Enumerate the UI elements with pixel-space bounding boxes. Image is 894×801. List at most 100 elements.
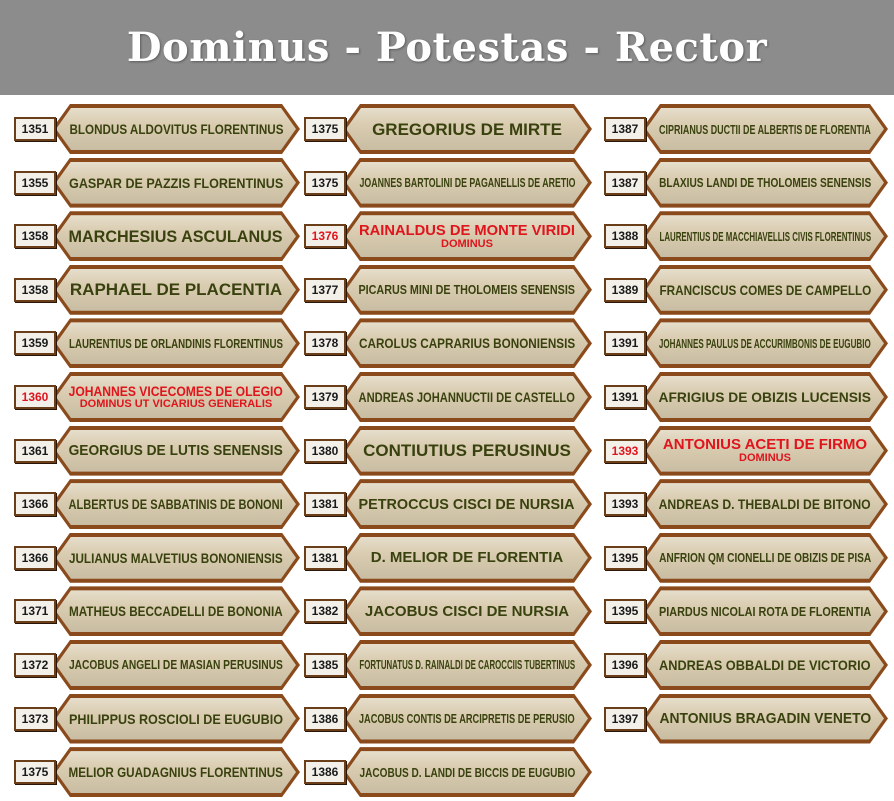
name-plate-row: 1386 JACOBUS D. LANDI DE BICCIS DE EUGUBI… xyxy=(304,747,592,797)
name-plate-row: 1388 LAURENTIUS DE MACCHIAVELLIS CIVIS FL… xyxy=(604,211,888,261)
person-name: PHILIPPUS ROSCIOLI DE EUGUBIO xyxy=(69,710,283,727)
name-plate-row: 1355 GASPAR DE PAZZIS FLORENTINUS xyxy=(14,158,300,208)
name-plate: AFRIGIUS DE OBIZIS LUCENSIS xyxy=(642,372,888,422)
name-plate: JOANNES BARTOLINI DE PAGANELLIS DE ARETI… xyxy=(342,158,592,208)
year-label: 1382 xyxy=(304,599,346,624)
name-plate: CAROLUS CAPRARIUS BONONIENSIS xyxy=(342,318,592,368)
name-plate: D. MELIOR DE FLORENTIA xyxy=(342,533,592,583)
year-label: 1358 xyxy=(14,224,56,249)
name-plate-row: 1387 CIPRIANUS DUCTII DE ALBERTIS DE FLOR… xyxy=(604,104,888,154)
year-label: 1379 xyxy=(304,384,346,409)
person-name: ANDREAS D. THEBALDI DE BITONO xyxy=(658,496,872,513)
person-name: ANDREAS OBBALDI DE VICTORIO xyxy=(659,656,871,673)
person-name: MATHEUS BECCADELLI DE BONONIA xyxy=(69,603,283,620)
person-name: ANTONIUS ACETI DE FIRMO xyxy=(662,436,868,454)
year-label: 1358 xyxy=(14,277,56,302)
name-plate: JACOBUS CONTIS DE ARCIPRETIS DE PERUSIO xyxy=(342,694,592,744)
year-label: 1387 xyxy=(604,117,646,141)
name-plate: ANTONIUS BRAGADIN VENETO xyxy=(642,694,888,744)
name-plate: JACOBUS ANGELI DE MASIAN PERUSINUS xyxy=(52,640,300,690)
name-plate: JOHANNES PAULUS DE ACCURIMBONIS DE EUGUB… xyxy=(642,318,888,368)
year-label: 1381 xyxy=(304,492,346,517)
year-label: 1387 xyxy=(604,170,646,195)
year-label: 1388 xyxy=(604,224,646,249)
person-name: CIPRIANUS DUCTII DE ALBERTIS DE FLORENTI… xyxy=(659,121,871,137)
year-label: 1391 xyxy=(604,384,646,409)
name-plate: PICARUS MINI DE THOLOMEIS SENENSIS xyxy=(342,265,592,315)
person-name: MELIOR GUADAGNIUS FLORENTINUS xyxy=(68,764,284,781)
name-plate: FRANCISCUS COMES DE CAMPELLO xyxy=(642,265,888,315)
name-plate: JACOBUS CISCI DE NURSIA xyxy=(342,586,592,636)
person-name: PIARDUS NICOLAI ROTA DE FLORENTIA xyxy=(658,603,872,619)
year-label: 1376 xyxy=(304,224,346,249)
name-plate: BLAXIUS LANDI DE THOLOMEIS SENENSIS xyxy=(642,158,888,208)
column-3: 1387 CIPRIANUS DUCTII DE ALBERTIS DE FLOR… xyxy=(604,104,888,747)
person-name: JOHANNES VICECOMES DE OLEGIO xyxy=(68,382,284,399)
person-name: D. MELIOR DE FLORENTIA xyxy=(370,549,564,567)
person-name: JACOBUS ANGELI DE MASIAN PERUSINUS xyxy=(69,657,283,673)
name-plate: GASPAR DE PAZZIS FLORENTINUS xyxy=(52,158,300,208)
year-label: 1373 xyxy=(14,706,56,731)
name-plate: PETROCCUS CISCI DE NURSIA xyxy=(342,479,592,529)
year-label: 1375 xyxy=(304,117,346,141)
year-label: 1375 xyxy=(304,170,346,195)
person-name: RAPHAEL DE PLACENTIA xyxy=(69,280,283,300)
name-plate: PHILIPPUS ROSCIOLI DE EUGUBIO xyxy=(52,694,300,744)
name-plate: ANDREAS OBBALDI DE VICTORIO xyxy=(642,640,888,690)
year-label: 1360 xyxy=(14,384,56,409)
name-plate-row: 1395 ANFRION QM CIONELLI DE OBIZIS DE PIS… xyxy=(604,533,888,583)
person-name: GEORGIUS DE LUTIS SENENSIS xyxy=(68,442,284,460)
name-plate-row: 1373 PHILIPPUS ROSCIOLI DE EUGUBIO xyxy=(14,694,300,744)
year-label: 1395 xyxy=(604,545,646,570)
year-label: 1378 xyxy=(304,331,346,356)
name-plate: PIARDUS NICOLAI ROTA DE FLORENTIA xyxy=(642,586,888,636)
person-name: JULIANUS MALVETIUS BONONIENSIS xyxy=(69,549,283,566)
person-name: GASPAR DE PAZZIS FLORENTINUS xyxy=(68,174,284,191)
year-label: 1366 xyxy=(14,492,56,517)
person-name: FORTUNATUS D. RAINALDI DE CAROCCIIS TUBE… xyxy=(359,657,575,673)
person-name: JACOBUS CONTIS DE ARCIPRETIS DE PERUSIO xyxy=(359,711,575,727)
year-label: 1389 xyxy=(604,277,646,302)
name-plate: ANDREAS D. THEBALDI DE BITONO xyxy=(642,479,888,529)
year-label: 1386 xyxy=(304,760,346,785)
title-subtext: DOMINUS UT VICARIUS GENERALIS xyxy=(79,397,273,410)
person-name: ANFRION QM CIONELLI DE OBIZIS DE PISA xyxy=(658,550,872,566)
name-plate: CIPRIANUS DUCTII DE ALBERTIS DE FLORENTI… xyxy=(642,104,888,154)
name-plate-row: 1380 CONTIUTIUS PERUSINUS xyxy=(304,426,592,476)
year-label: 1380 xyxy=(304,438,346,463)
name-plate: ALBERTUS DE SABBATINIS DE BONONI xyxy=(52,479,300,529)
year-label: 1355 xyxy=(14,170,56,195)
person-name: LAURENTIUS DE MACCHIAVELLIS CIVIS FLOREN… xyxy=(659,228,871,244)
person-name: ANDREAS JOHANNUCTII DE CASTELLO xyxy=(358,388,576,405)
person-name: LAURENTIUS DE ORLANDINIS FLORENTINUS xyxy=(69,335,283,351)
person-name: JACOBUS D. LANDI DE BICCIS DE EUGUBIO xyxy=(359,764,575,780)
person-name: RAINALDUS DE MONTE VIRIDI xyxy=(358,221,576,239)
name-plate-row: 1366 ALBERTUS DE SABBATINIS DE BONONI xyxy=(14,479,300,529)
person-name: ALBERTUS DE SABBATINIS DE BONONI xyxy=(68,496,284,513)
person-name: CONTIUTIUS PERUSINUS xyxy=(363,441,571,461)
year-label: 1351 xyxy=(14,117,56,141)
name-plate-row: 1389 FRANCISCUS COMES DE CAMPELLO xyxy=(604,265,888,315)
person-name: FRANCISCUS COMES DE CAMPELLO xyxy=(659,281,871,298)
year-label: 1359 xyxy=(14,331,56,356)
page-title: Dominus - Potestas - Rector xyxy=(126,24,768,71)
name-plate: MELIOR GUADAGNIUS FLORENTINUS xyxy=(52,747,300,797)
name-plate-row: 1379 ANDREAS JOHANNUCTII DE CASTELLO xyxy=(304,372,592,422)
